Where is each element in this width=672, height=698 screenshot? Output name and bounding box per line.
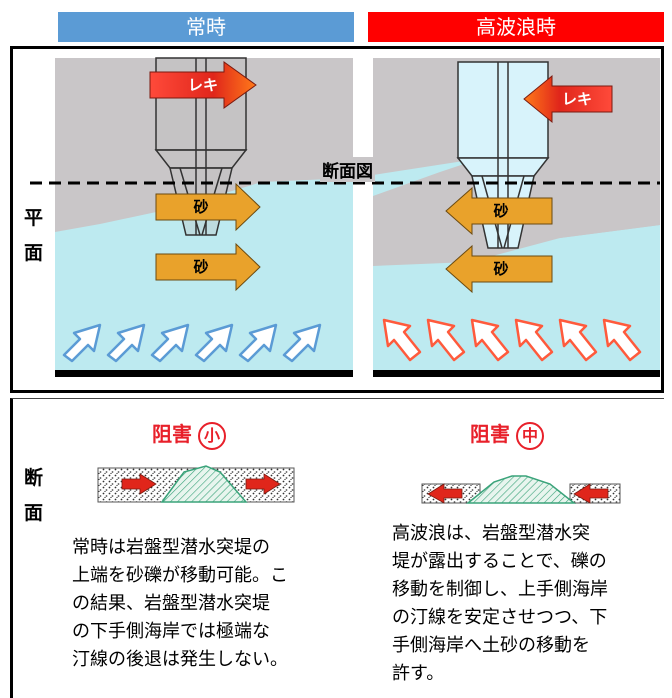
section-view-frame [10,398,664,698]
submerged-groin-section [160,465,248,503]
header-normal: 常時 [58,12,354,42]
exposed-groin-section [465,475,577,504]
plan-view-frame [10,46,664,393]
land-area [55,58,353,232]
sand-arrow-normal-1 [155,182,261,232]
sand-arrow-storm-2 [445,244,553,294]
plan-normal [55,57,353,377]
gravel-label-storm: レキ [561,90,592,108]
sand-arrow-normal-2 [155,242,261,292]
plan-label-1: 平 [24,207,44,229]
description-line: 常時は岩盤型潜水突堤の [72,537,270,558]
hazard-level-badge: 小 [198,421,226,450]
gravel-arrow-normal [149,61,257,109]
section-storm [421,475,621,504]
section-normal [97,465,295,503]
plan-storm [373,58,660,377]
section-line-label: 断面図 [320,157,375,182]
hazard-text: 阻害 [152,422,192,446]
sand-label-normal-2: 砂 [193,258,209,276]
waves-storm [382,318,642,362]
description-line: 手側海岸へ土砂の移動を [392,635,590,656]
gravel-flow-arrow [121,473,157,495]
hazard-text: 阻害 [470,422,510,446]
plan-label-2: 面 [24,242,44,264]
header-storm: 高波浪時 [368,12,664,42]
gravel-arrow-storm [523,74,613,124]
shore-base-storm [373,370,660,377]
description-line: 許す。 [392,663,445,684]
description-line: 汀線の後退は発生しない。 [72,649,288,670]
sand-label-storm-1: 砂 [493,202,509,220]
description-line: の汀線を安定させつつ、下 [392,607,608,628]
hazard-label-normal: 阻害小 [152,418,226,450]
hazard-label-storm: 阻害中 [470,418,544,450]
description-normal: 常時は岩盤型潜水突堤の 上端を砂礫が移動可能。こ の結果、岩盤型潜水突堤 の下手… [72,534,352,674]
description-storm: 高波浪は、岩盤型潜水突 堤が露出することで、礫の 移動を制御し、上手側海岸 の汀… [392,520,662,688]
waves-normal [62,323,322,363]
description-line: 高波浪は、岩盤型潜水突 [392,523,590,544]
gravel-flow-arrow [427,483,463,504]
gravel-label-normal: レキ [187,76,218,94]
description-line: 堤が露出することで、礫の [392,551,607,572]
hazard-level-badge: 中 [516,421,544,450]
sand-arrow-storm-1 [445,186,553,236]
section-label-2: 面 [24,502,44,524]
section-label-1: 断 [24,467,44,489]
gravel-flow-arrow [573,483,609,504]
sand-label-normal-1: 砂 [193,198,209,216]
groin-structure [456,61,550,249]
gravel-flow-arrow [245,473,281,495]
shore-base-normal [55,370,353,377]
description-line: の結果、岩盤型潜水突堤 [72,593,270,614]
description-line: の下手側海岸では極端な [72,621,270,642]
description-line: 移動を制御し、上手側海岸 [392,579,608,600]
sand-label-storm-2: 砂 [493,260,509,278]
description-line: 上端を砂礫が移動可能。こ [72,565,288,586]
